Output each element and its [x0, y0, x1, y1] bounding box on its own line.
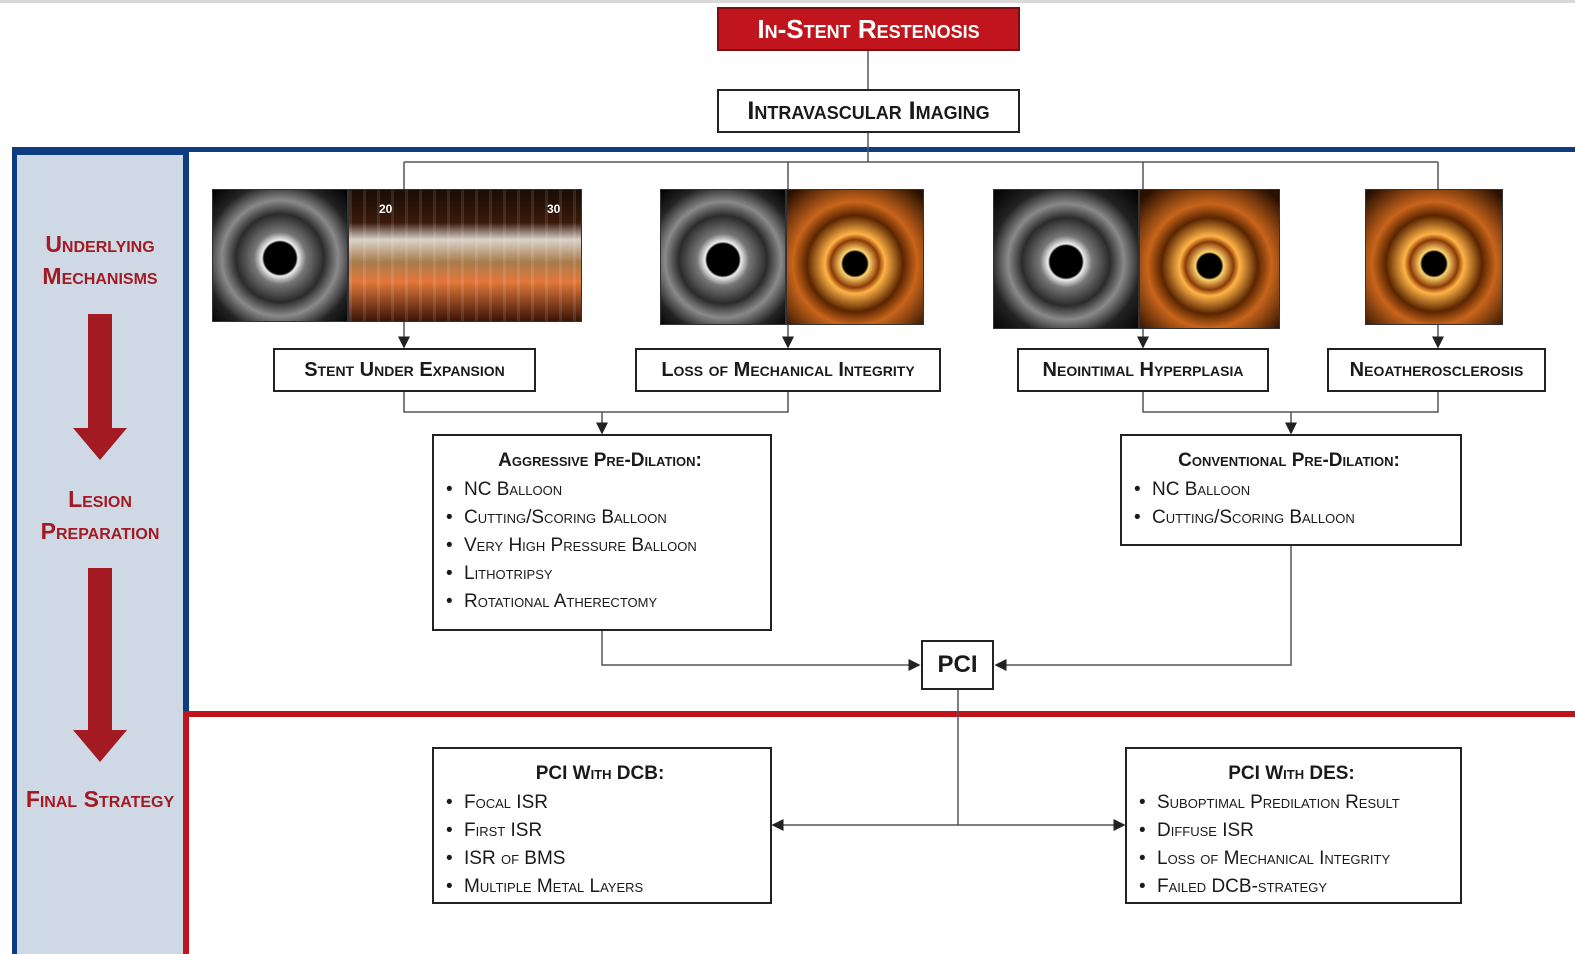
stage-label-strategy: Final Strategy — [25, 786, 175, 812]
list-item: Focal ISR — [446, 789, 754, 817]
top-rule — [0, 0, 1575, 3]
list-item: Failed DCB-strategy — [1139, 873, 1444, 901]
mechanisms-frame-divider — [183, 147, 189, 717]
stage-arrow-shaft — [88, 568, 112, 732]
ivus-image — [660, 189, 786, 325]
oct-image — [786, 189, 924, 325]
image-tick-label: 30 — [547, 202, 561, 216]
conventional-predilation-title: Conventional Pre-Dilation: — [1178, 450, 1400, 471]
mechanism-neointimal-hyperplasia: Neointimal Hyperplasia — [1017, 348, 1269, 392]
oct-longitudinal-image: 20 30 — [348, 189, 582, 322]
stage-arrow-down-icon — [73, 428, 127, 460]
pci-with-des-title: PCI With DES: — [1228, 763, 1355, 784]
stage-label-mechanisms: Underlying Mechanisms — [42, 231, 158, 289]
intravascular-imaging-box: Intravascular Imaging — [717, 89, 1020, 133]
strategy-frame-divider — [183, 711, 189, 954]
oct-image — [1365, 189, 1503, 325]
list-item: Diffuse ISR — [1139, 817, 1444, 845]
list-item: Very High Pressure Balloon — [446, 532, 754, 560]
list-item: Loss of Mechanical Integrity — [1139, 845, 1444, 873]
mechanism-neoatherosclerosis: Neoatherosclerosis — [1327, 348, 1546, 392]
list-item: Cutting/Scoring Balloon — [446, 504, 754, 532]
mechanism-stent-under-expansion: Stent Under Expansion — [273, 348, 536, 392]
aggressive-predilation-list: NC Balloon Cutting/Scoring Balloon Very … — [446, 476, 754, 616]
oct-image — [1139, 189, 1280, 329]
image-tick-label: 20 — [379, 202, 393, 216]
pci-with-dcb-list: Focal ISR First ISR ISR of BMS Multiple … — [446, 789, 754, 901]
pci-with-dcb-box: PCI With DCB: Focal ISR First ISR ISR of… — [432, 747, 772, 904]
stage-label-preparation: Lesion Preparation — [40, 486, 160, 544]
list-item: Multiple Metal Layers — [446, 873, 754, 901]
list-item: First ISR — [446, 817, 754, 845]
stage-sidebar — [12, 150, 188, 954]
pci-box: PCI — [921, 640, 994, 690]
strategy-frame-top — [183, 711, 1575, 717]
conventional-predilation-list: NC Balloon Cutting/Scoring Balloon — [1134, 476, 1444, 532]
list-item: Rotational Atherectomy — [446, 588, 754, 616]
list-item: Lithotripsy — [446, 560, 754, 588]
pci-with-dcb-title: PCI With DCB: — [535, 763, 665, 784]
conventional-predilation-box: Conventional Pre-Dilation: NC Balloon Cu… — [1120, 434, 1462, 546]
list-item: Cutting/Scoring Balloon — [1134, 504, 1444, 532]
stage-arrow-down-icon — [73, 730, 127, 762]
mechanisms-frame-top — [12, 147, 1575, 152]
aggressive-predilation-box: Aggressive Pre-Dilation: NC Balloon Cutt… — [432, 434, 772, 631]
list-item: Suboptimal Predilation Result — [1139, 789, 1444, 817]
ivus-image — [993, 189, 1139, 329]
title-in-stent-restenosis: In-Stent Restenosis — [717, 7, 1020, 51]
pci-with-des-list: Suboptimal Predilation Result Diffuse IS… — [1139, 789, 1444, 901]
ivus-image — [212, 189, 348, 322]
pci-with-des-box: PCI With DES: Suboptimal Predilation Res… — [1125, 747, 1462, 904]
mechanism-loss-of-mechanical-integrity: Loss of Mechanical Integrity — [635, 348, 941, 392]
list-item: NC Balloon — [446, 476, 754, 504]
list-item: ISR of BMS — [446, 845, 754, 873]
stage-arrow-shaft — [88, 314, 112, 430]
list-item: NC Balloon — [1134, 476, 1444, 504]
aggressive-predilation-title: Aggressive Pre-Dilation: — [498, 450, 702, 471]
